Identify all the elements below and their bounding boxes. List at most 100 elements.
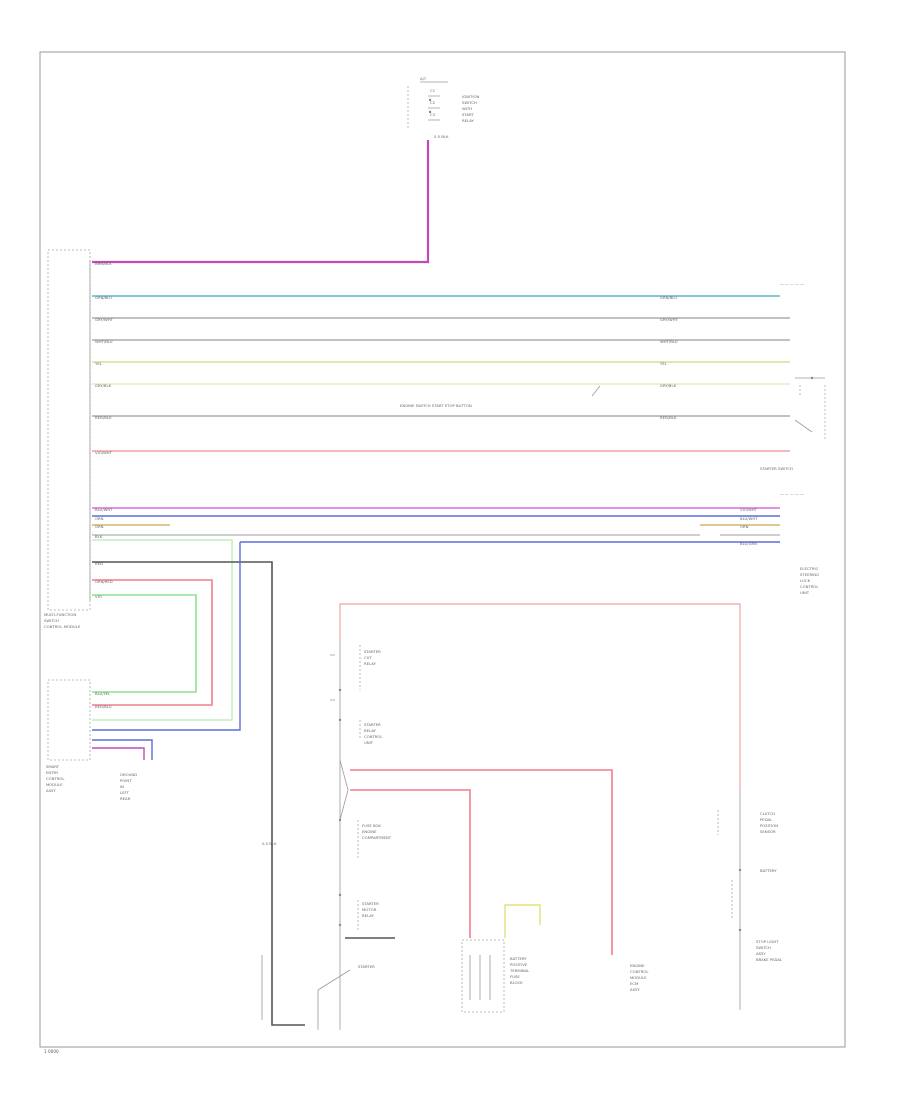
rm-label-4: CONTROL [800, 584, 819, 589]
starter-switch-label: STARTER SWITCH [760, 466, 793, 471]
relay3-label-1: STARTER [362, 901, 379, 906]
lbl-l-5: GRY/BLK [95, 383, 112, 388]
lbl-r-4: GRY/BLK [660, 383, 677, 388]
stoplight-label-3: ASSY [756, 951, 766, 956]
wire-black [92, 561, 305, 1026]
smart-entry-label-3: CONTROL [46, 776, 65, 781]
relay3-label-2: MOTOR [362, 907, 377, 912]
wire-red-center-top [339, 603, 741, 790]
right-header-2: — — — — — [780, 491, 804, 496]
lbl-l-15: BLU/YEL [95, 691, 111, 696]
relay2-label-1: STARTER [364, 722, 381, 727]
smart-entry-label-4: MODULE [46, 782, 63, 787]
lbl-l-3: WHT/BLU [95, 339, 113, 344]
ground-label-3: IN [120, 784, 124, 789]
relay1-label-1: STARTER [364, 649, 381, 654]
rm-label-3: LOCK [800, 578, 811, 583]
lbl-l-7: VIO/WHT [95, 450, 113, 455]
wire-labels-right: GRN/BLU GRY/WHT WHT/BLU YEL GRY/BLK RED/… [660, 295, 758, 546]
rm-label-1: ELECTRIC [800, 566, 819, 571]
lbl-r-7: BLU/WHT [740, 516, 758, 521]
lbl-r-8: ORN [740, 524, 749, 529]
smart-entry-label-5: ASSY [46, 788, 56, 793]
ecm-label-3: MODULE [630, 975, 647, 980]
lbl-l-11: BLK [95, 534, 103, 539]
right-header: — — — — — [780, 281, 804, 286]
lbl-l-8: BLU/WHT [95, 507, 113, 512]
left-module-label-2: SWITCH [44, 618, 59, 623]
smart-entry-label-1: SMART [46, 764, 60, 769]
wire-yellow-fuse [504, 904, 541, 938]
wire-blue-loop [92, 542, 241, 731]
lbl-l-14: VIO [95, 594, 102, 599]
ecm-label-2: CONTROL [630, 969, 649, 974]
lbl-l-13: GRN/RED [95, 579, 113, 584]
clutch-label-2: PEDAL [760, 817, 773, 822]
wire-green-outer [92, 539, 233, 721]
wire-code-vert: 0.5 BLK [262, 841, 277, 846]
wires [92, 140, 790, 1026]
left-module: MULTI-FUNCTION SWITCH CONTROL MODULE [44, 249, 91, 629]
right-bottom-components: CLUTCH PEDAL POSITION SENSOR BATTERY STO… [717, 790, 783, 1010]
rm-label-5: UNIT [800, 590, 810, 595]
fuse-block-label-1: BATTERY [510, 956, 527, 961]
ign-pin-1: A/T [420, 76, 427, 81]
relay1-label-3: RELAY [364, 661, 377, 666]
ecm-label-4: ECM [630, 981, 638, 986]
wire-magenta-ground [92, 747, 145, 760]
ground-label-5: REAR [120, 796, 131, 801]
ground-label-2: POINT [120, 778, 132, 783]
clutch-label-4: SENSOR [760, 829, 776, 834]
stoplight-label-2: SWITCH [756, 945, 771, 950]
wire-blue-ground [92, 739, 153, 760]
fuse-label-2: ENGINE [362, 829, 377, 834]
ign-wire-code: 0.5 BLK [434, 134, 449, 139]
ground-label-4: LEFT [120, 790, 130, 795]
lbl-l-2: GRY/WHT [95, 317, 114, 322]
bottom-left-module: SMART ENTRY CONTROL MODULE ASSY GROUND P… [46, 679, 137, 801]
footer-code: 1 0000 [44, 1049, 59, 1054]
lbl-l-4: YEL [95, 361, 103, 366]
fuse-block-label-5: BLOCK [510, 980, 523, 985]
lbl-l-12: RED [95, 561, 103, 566]
steering-lock-label: ELECTRIC STEERING LOCK CONTROL UNIT [800, 566, 819, 595]
relay1-label-2: CUT [364, 655, 372, 660]
lbl-r-1: GRY/WHT [660, 317, 679, 322]
ign-label-5: RELAY [462, 118, 475, 123]
ign-label-3: WITH [462, 106, 472, 111]
lbl-r-2: WHT/BLU [660, 339, 678, 344]
clutch-label-3: POSITION [760, 823, 778, 828]
ign-label-1: IGNITION [462, 94, 479, 99]
wire-red-fuse [350, 789, 471, 938]
fuse-label-3: COMPARTMENT [362, 835, 392, 840]
wire-green-loop [92, 594, 197, 693]
lbl-l-10: GRN [95, 524, 104, 529]
left-module-label-3: CONTROL MODULE [44, 624, 81, 629]
relay3-label-3: RELAY [362, 913, 375, 918]
battery-label: BATTERY [760, 868, 777, 873]
lbl-r-5: RED/BLK [660, 415, 677, 420]
ecm-label: ENGINE CONTROL MODULE ECM ASSY [630, 963, 649, 992]
ecm-label-5: ASSY [630, 987, 640, 992]
fuse-block-label-2: POSITIVE [510, 962, 528, 967]
stoplight-label-4: BRAKE PEDAL [756, 957, 783, 962]
clutch-label-1: CLUTCH [760, 811, 775, 816]
ign-label-4: START [462, 112, 474, 117]
wire-red-ecm [350, 769, 613, 955]
ground-label-1: GROUND [120, 772, 137, 777]
center-chain: STARTER CUT RELAY STARTER RELAY CONTROL … [261, 640, 395, 1030]
wire-labels-left: BRN/BLK GRN/BLU GRY/WHT WHT/BLU YEL GRY/… [95, 261, 114, 709]
lbl-l-0: BRN/BLK [95, 261, 112, 266]
lbl-l-9: ORN [95, 516, 104, 521]
ign-label-2: SWITCH [462, 100, 477, 105]
ecm-label-1: ENGINE [630, 963, 645, 968]
relay2-label-3: CONTROL [364, 734, 383, 739]
starter-switch: — — — — — STARTER SWITCH — — — — — ENGIN… [400, 281, 826, 496]
ign-pin-3: C2 [430, 100, 436, 105]
relay2-label-4: UNIT [364, 740, 374, 745]
lbl-l-6: RED/BLK [95, 415, 112, 420]
lbl-r-3: YEL [660, 361, 668, 366]
diagram-frame [39, 51, 846, 1048]
fuse-label-1: FUSE BOX [362, 823, 381, 828]
